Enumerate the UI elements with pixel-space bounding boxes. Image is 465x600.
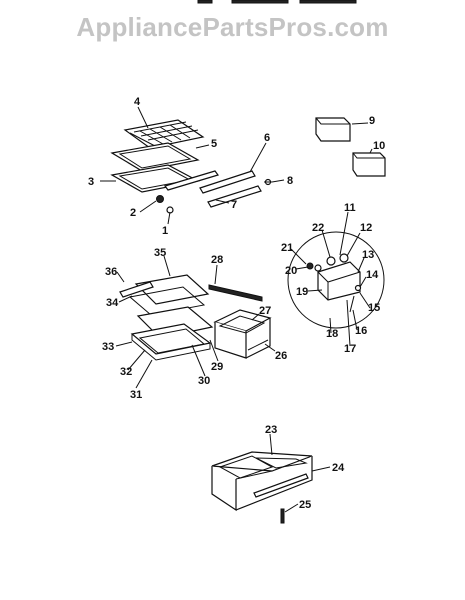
part-label-9: 9 (369, 115, 375, 127)
part-label-34: 34 (106, 297, 119, 309)
part-label-20: 20 (285, 265, 297, 277)
part-label-30: 30 (198, 375, 210, 387)
part-label-19: 19 (296, 286, 308, 298)
part-label-32: 32 (120, 366, 132, 378)
part-label-27: 27 (259, 305, 271, 317)
part-label-26: 26 (275, 350, 287, 362)
part-label-6: 6 (264, 132, 270, 144)
part-label-13: 13 (362, 249, 374, 261)
part-label-28: 28 (211, 254, 223, 266)
top-edge-marks (197, 0, 357, 4)
part-label-4: 4 (134, 96, 141, 108)
part-label-7: 7 (231, 199, 237, 211)
control-assembly (287, 211, 385, 347)
part-label-31: 31 (130, 389, 142, 401)
part-labels: 4 5 3 2 1 6 7 8 9 10 11 12 13 14 15 16 1… (88, 96, 385, 511)
part-label-11: 11 (344, 202, 356, 214)
part-label-3: 3 (88, 176, 94, 188)
part-label-25: 25 (299, 499, 311, 511)
part-label-33: 33 (102, 341, 114, 353)
part-label-17: 17 (344, 343, 356, 355)
part-label-22: 22 (312, 222, 324, 234)
part-label-5: 5 (211, 138, 217, 150)
door-bins (315, 117, 386, 177)
part-label-35: 35 (154, 247, 166, 259)
part-label-24: 24 (332, 462, 345, 474)
part-label-16: 16 (355, 325, 367, 337)
part-label-10: 10 (373, 140, 385, 152)
crisper-pan-assembly (211, 433, 331, 524)
part-label-12: 12 (360, 222, 372, 234)
part-label-2: 2 (130, 207, 136, 219)
part-label-14: 14 (366, 269, 379, 281)
part-label-29: 29 (211, 361, 223, 373)
part-label-15: 15 (368, 302, 380, 314)
watermark: AppliancePartsPros.com (76, 12, 389, 42)
leaders-group-1 (100, 106, 285, 225)
part-label-23: 23 (265, 424, 277, 436)
part-label-18: 18 (326, 328, 338, 340)
part-label-21: 21 (281, 242, 293, 254)
part-label-1: 1 (162, 225, 168, 237)
crisper-assembly (115, 255, 276, 389)
glass-shelf-assembly-top (110, 119, 272, 214)
part-label-36: 36 (105, 266, 117, 278)
part-label-8: 8 (287, 175, 293, 187)
